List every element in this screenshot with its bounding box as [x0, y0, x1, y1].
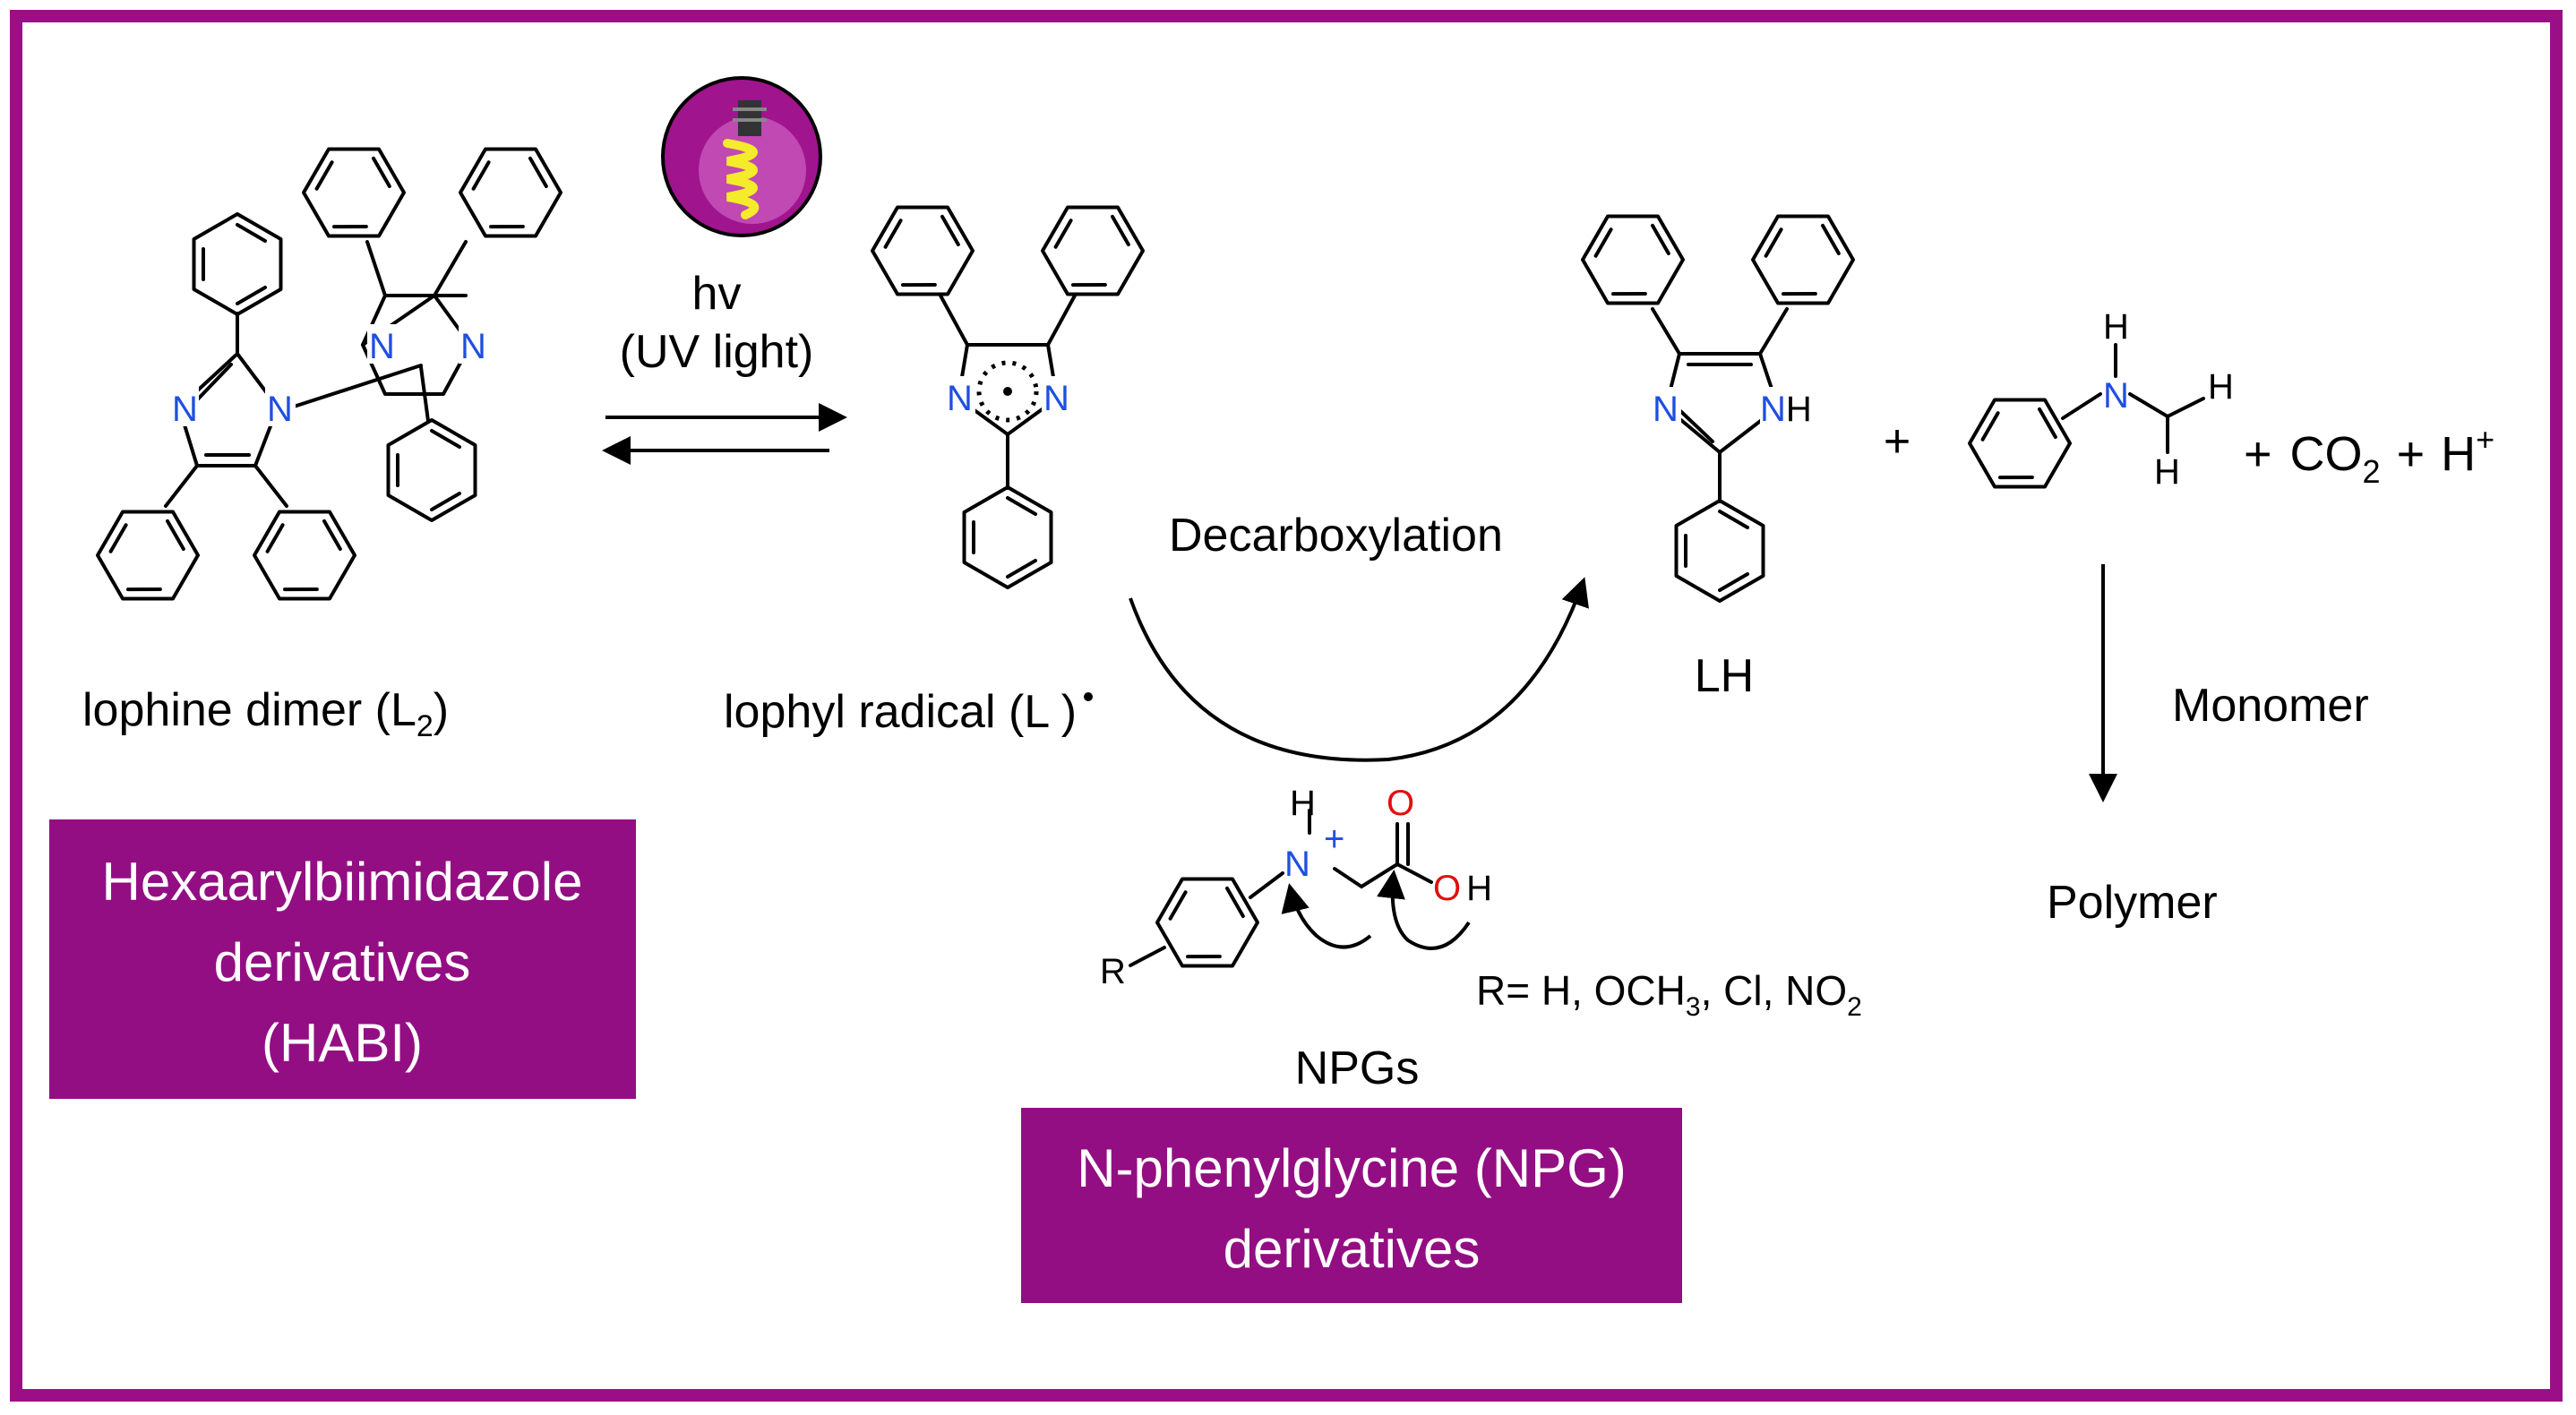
atom-n: N [1653, 390, 1679, 429]
habi-box: Hexaarylbiimidazole derivatives (HABI) [49, 819, 636, 1099]
atom-r: R [1100, 952, 1126, 991]
atom-n: N [460, 327, 486, 366]
lh-structure: N NH [1567, 193, 1868, 603]
aniline-product-structure: N H H H [1954, 307, 2234, 510]
atom-n: N [369, 327, 395, 366]
r-substituents-label: R= H, OCH3, Cl, NO2 [1476, 967, 1862, 1022]
hv-label: hv [692, 268, 742, 320]
npgs-label: NPGs [1295, 1042, 1420, 1094]
atom-h: H [1290, 784, 1316, 823]
co2-hplus-label: +CO2+H+ [2244, 421, 2494, 490]
svg-text:derivatives: derivatives [214, 932, 471, 992]
atom-n: N [947, 379, 973, 418]
atom-h: H [2103, 307, 2129, 347]
svg-text:derivatives: derivatives [1224, 1219, 1481, 1279]
atom-n: N [1284, 845, 1310, 884]
atom-n: N [2103, 376, 2129, 416]
plus-sign: + [1884, 416, 1911, 467]
svg-text:N-phenylglycine (NPG): N-phenylglycine (NPG) [1077, 1138, 1627, 1198]
npg-box: N-phenylglycine (NPG) derivatives [1021, 1108, 1682, 1303]
atom-h: H [2208, 367, 2234, 407]
svg-text:Hexaarylbiimidazole: Hexaarylbiimidazole [102, 852, 583, 912]
atom-n: N [1043, 379, 1069, 418]
lh-label: LH [1695, 650, 1754, 702]
atom-o: O [1387, 784, 1414, 823]
decarboxylation-label: Decarboxylation [1169, 510, 1503, 562]
atom-n: N [172, 390, 198, 429]
svg-text:(HABI): (HABI) [262, 1013, 423, 1073]
decarboxylation-arrow [1129, 577, 1589, 762]
n-plus-charge: + [1324, 819, 1344, 859]
polymer-label: Polymer [2047, 877, 2218, 929]
light-bulb-icon [661, 76, 822, 237]
atom-h: H [2154, 452, 2180, 492]
atom-n: N [267, 390, 293, 429]
lophyl-radical-label: lophyl radical (L ) [724, 686, 1077, 738]
figure-frame [10, 10, 2563, 1402]
radical-dot [1084, 692, 1093, 701]
lophyl-radical-structure: N N [857, 184, 1158, 589]
atom-nh: NH [1760, 390, 1812, 429]
monomer-label: Monomer [2172, 680, 2369, 732]
uv-light-label: (UV light) [620, 326, 814, 378]
lophine-dimer-label: lophine dimer (L2) [82, 684, 449, 743]
lophine-dimer-structure: N N N N [82, 125, 576, 622]
